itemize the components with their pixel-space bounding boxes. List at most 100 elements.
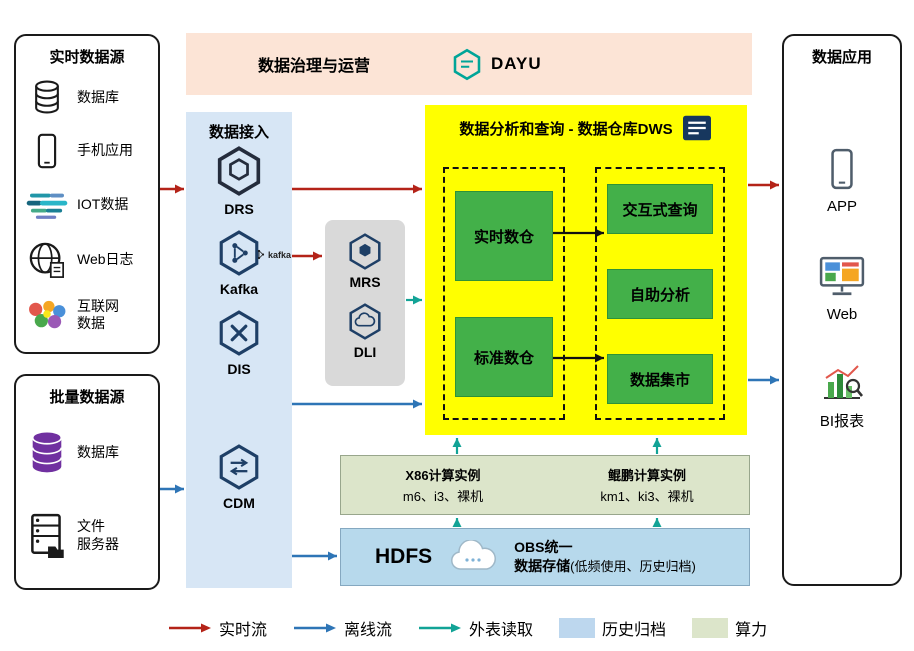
source-label: 数据库 xyxy=(77,88,119,105)
hdfs-label: HDFS xyxy=(375,545,433,568)
x86-title: X86计算实例 xyxy=(405,468,481,483)
legend-realtime-label: 实时流 xyxy=(219,622,268,639)
realtime-sources-panel: 实时数据源 数据库 手机应用 IOT数据 Web日志 互联网 数据 xyxy=(14,34,160,354)
kafka-logo-icon xyxy=(256,248,266,261)
governance-title: 数据治理与运营 xyxy=(258,58,371,75)
cdm-service: CDM xyxy=(186,444,292,511)
file-server-icon xyxy=(24,513,70,559)
iot-wordcloud-icon xyxy=(24,188,70,222)
dayu-icon xyxy=(452,48,482,81)
analysis-group-frame xyxy=(595,167,725,420)
app-phone-icon xyxy=(829,148,855,190)
kafka-service: Kafka xyxy=(186,230,292,297)
report-icon xyxy=(681,114,713,142)
dli-label: DLI xyxy=(353,344,377,360)
module-realtime-warehouse: 实时数仓 xyxy=(455,191,553,281)
source-item-batch-database: 数据库 xyxy=(24,430,156,474)
external-read-arrow-icon xyxy=(419,623,462,633)
offline-flow-arrow-icon xyxy=(294,623,337,633)
obs-line2-row: 数据存储(低频使用、历史归档) xyxy=(514,557,696,576)
legend-realtime-flow: 实时流 xyxy=(168,616,267,640)
realtime-flow-arrow-icon xyxy=(169,623,211,633)
mrs-icon xyxy=(348,233,382,270)
legend-compute: 算力 xyxy=(692,616,767,640)
dws-panel: 数据分析和查询 - 数据仓库DWS 实时数仓 标准数仓 交互式查询 自助分析 数… xyxy=(425,105,747,435)
obs-line1: OBS统一 xyxy=(514,539,573,556)
cdm-icon xyxy=(218,444,260,490)
module-self-service-analysis: 自助分析 xyxy=(607,269,713,319)
legend-archive: 历史归档 xyxy=(559,616,666,640)
source-item-file-server: 文件 服务器 xyxy=(24,513,156,559)
dis-service: DIS xyxy=(186,310,292,377)
batch-source-list: 数据库 文件 服务器 xyxy=(16,407,158,588)
compute-swatch xyxy=(692,618,729,638)
module-interactive-query: 交互式查询 xyxy=(607,184,713,234)
kunpeng-detail: km1、ki3、裸机 xyxy=(600,489,694,504)
x86-detail: m6、i3、裸机 xyxy=(402,489,484,504)
staging-panel: MRS DLI xyxy=(325,220,405,386)
storage-panel: HDFS OBS统一 数据存储(低频使用、历史归档) xyxy=(340,528,750,586)
bi-chart-icon xyxy=(819,362,865,402)
app-item-web: Web xyxy=(784,256,900,323)
drs-icon xyxy=(216,146,262,196)
legend-external-label: 外表读取 xyxy=(469,622,534,639)
module-data-mart: 数据集市 xyxy=(607,354,713,404)
legend-external-read: 外表读取 xyxy=(418,616,533,640)
database-icon xyxy=(24,80,70,114)
dli-service: DLI xyxy=(348,303,382,360)
batch-sources-title: 批量数据源 xyxy=(49,389,125,406)
source-label: 数据库 xyxy=(77,443,119,460)
app-item-bi: BI报表 xyxy=(784,362,900,431)
batch-sources-panel: 批量数据源 数据库 文件 服务器 xyxy=(14,374,160,590)
source-label: 互联网 数据 xyxy=(77,297,119,332)
dws-title: 数据分析和查询 - 数据仓库DWS xyxy=(459,120,673,138)
archive-swatch xyxy=(559,618,596,638)
cdm-label: CDM xyxy=(223,495,255,511)
legend-archive-label: 历史归档 xyxy=(602,622,667,639)
bi-label: BI报表 xyxy=(819,413,865,430)
globe-icon xyxy=(24,241,70,279)
kafka-logo-text: kafka xyxy=(268,249,292,260)
app-item-app: APP xyxy=(784,148,900,215)
mrs-label: MRS xyxy=(349,274,381,290)
source-item-web-log: Web日志 xyxy=(24,241,156,279)
warehouse-group-frame xyxy=(443,167,565,420)
legend-offline-flow: 离线流 xyxy=(293,616,392,640)
obs-line2: 数据存储 xyxy=(514,557,571,574)
obs-storage-text: OBS统一 数据存储(低频使用、历史归档) xyxy=(514,538,696,575)
source-item-internet-data: 互联网 数据 xyxy=(24,298,156,333)
realtime-sources-title: 实时数据源 xyxy=(49,49,125,66)
governance-bar: 数据治理与运营 DAYU xyxy=(186,33,752,95)
web-monitor-icon xyxy=(819,256,865,298)
dayu-label: DAYU xyxy=(491,54,542,73)
applications-title: 数据应用 xyxy=(811,49,872,66)
smartphone-icon xyxy=(24,133,70,169)
web-label: Web xyxy=(826,306,858,323)
obs-note: (低频使用、历史归档) xyxy=(570,558,696,574)
source-item-database: 数据库 xyxy=(24,80,156,114)
drs-label: DRS xyxy=(224,201,254,217)
drs-service: DRS xyxy=(186,146,292,217)
kunpeng-title: 鲲鹏计算实例 xyxy=(607,468,686,483)
internet-collage-icon xyxy=(24,298,70,332)
kafka-label: Kafka xyxy=(219,281,259,297)
dayu-brand: DAYU xyxy=(452,48,542,81)
applications-panel: 数据应用 APP Web BI报表 xyxy=(782,34,902,586)
dws-title-row: 数据分析和查询 - 数据仓库DWS xyxy=(425,105,747,142)
dis-icon xyxy=(218,310,260,356)
dli-icon xyxy=(348,303,382,340)
data-ingestion-title: 数据接入 xyxy=(208,124,269,141)
kafka-icon xyxy=(218,230,260,276)
source-item-mobile-app: 手机应用 xyxy=(24,133,156,169)
x86-instances: X86计算实例 m6、i3、裸机 xyxy=(341,456,545,514)
kafka-logo-badge: kafka xyxy=(256,248,291,261)
dis-label: DIS xyxy=(227,361,251,377)
source-label: 手机应用 xyxy=(77,142,133,159)
obs-cloud-icon xyxy=(448,540,498,574)
app-label: APP xyxy=(826,198,857,215)
mrs-service: MRS xyxy=(348,233,382,290)
source-item-iot: IOT数据 xyxy=(24,188,156,222)
realtime-source-list: 数据库 手机应用 IOT数据 Web日志 互联网 数据 xyxy=(16,67,158,352)
module-standard-warehouse: 标准数仓 xyxy=(455,317,553,397)
